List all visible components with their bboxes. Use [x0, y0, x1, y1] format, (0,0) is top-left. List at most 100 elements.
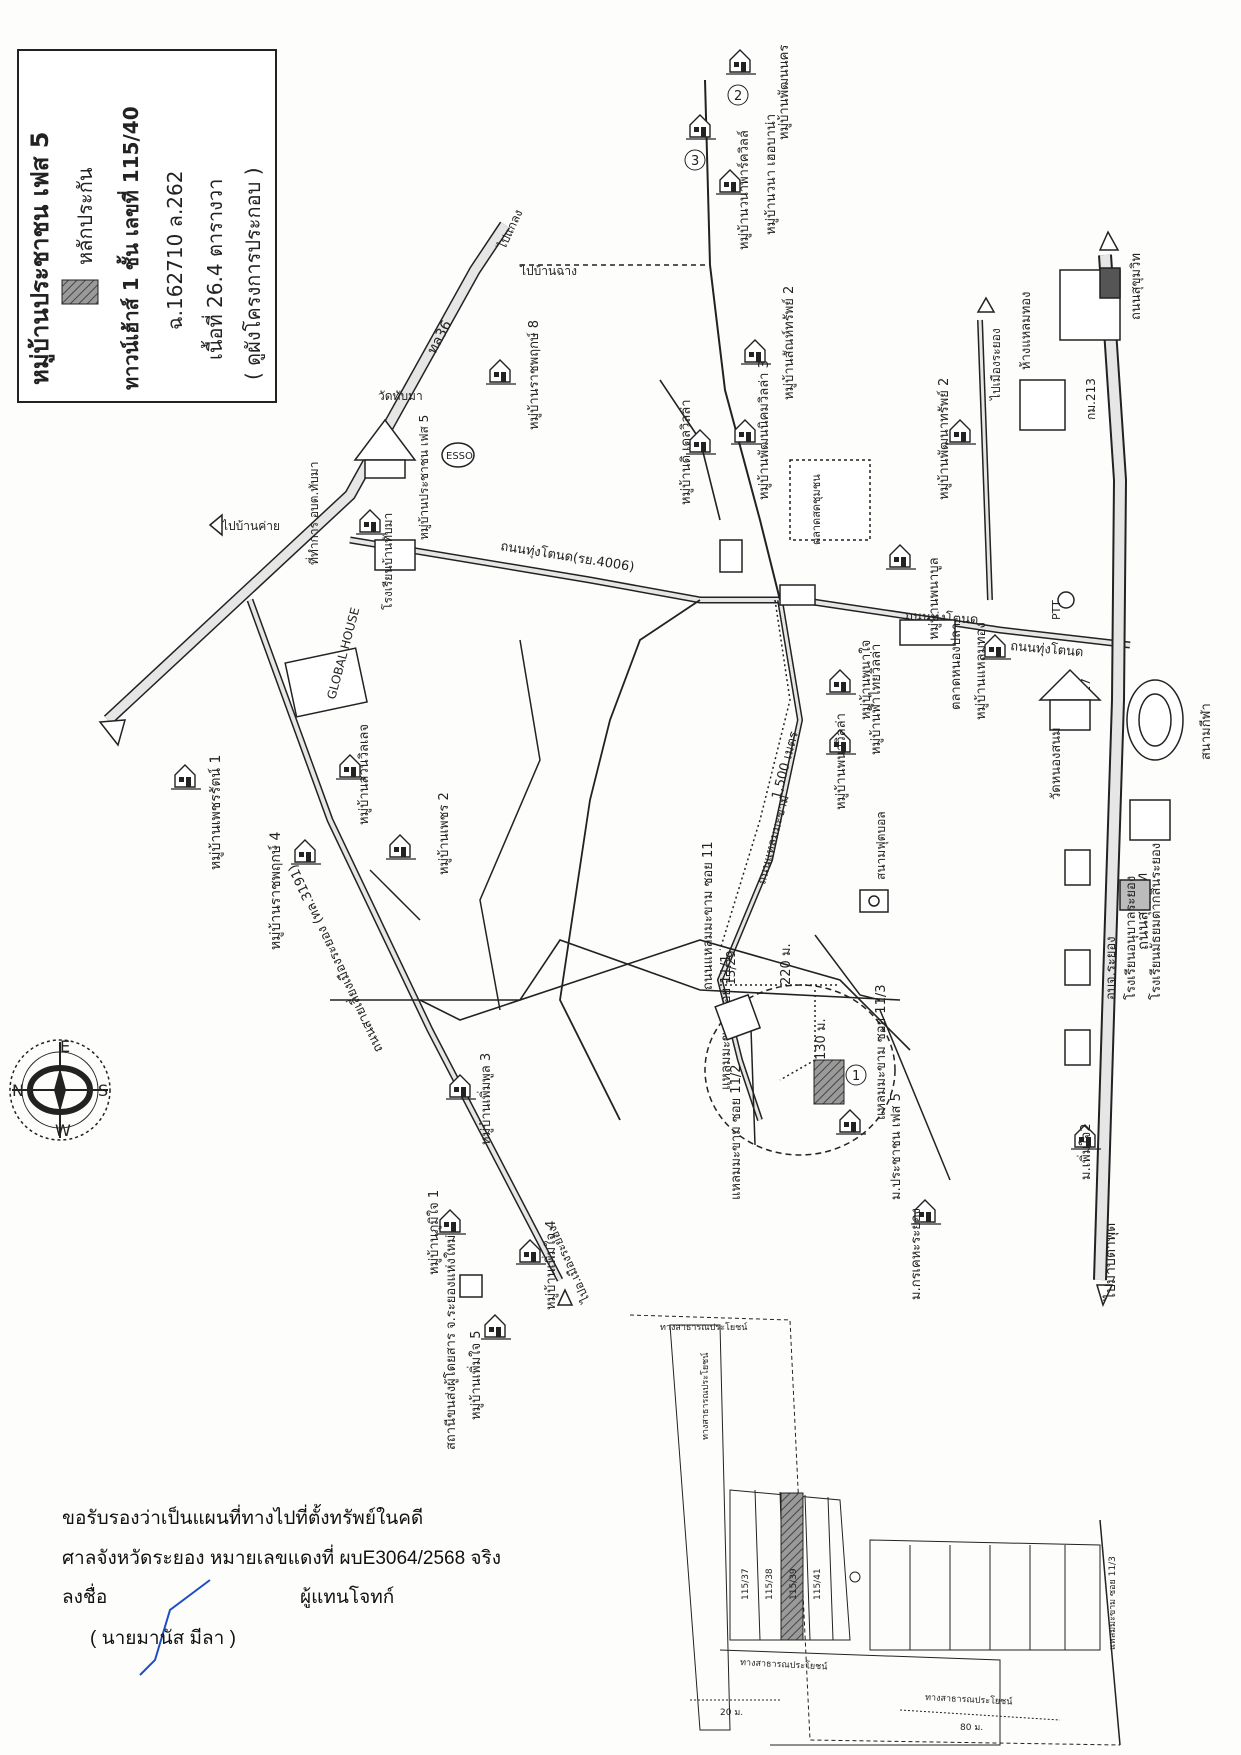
place-football: สนามฟุตบอล: [874, 811, 889, 880]
inset-road-left: ทางสาธารณประโยชน์: [699, 1352, 711, 1440]
inset-lot-4: 115/41: [813, 1568, 823, 1600]
place-laemthong: หมู่บ้านแหลมทอง: [974, 622, 989, 720]
place-fathai: หมู่บ้านฟ้าไทยวิลล่า: [868, 644, 884, 755]
place-wana-herbana: หมู่บ้านวนา เฮอบาน่า: [764, 114, 779, 235]
landmarks: ESSO: [284, 267, 1184, 1298]
compass-n: N: [12, 1081, 24, 1100]
place-phanavilla: หมู่บ้านพนาวิลล่า: [834, 713, 849, 810]
place-phanajai: หมู่บ้านพนาใจ: [858, 640, 874, 720]
mall-icon: [1099, 267, 1121, 299]
house-icon: [385, 834, 417, 860]
global-house-box: [284, 647, 368, 718]
house-icon: [825, 669, 857, 695]
inset-dist-80: 80 ม.: [960, 1723, 983, 1733]
ptt-icon: [1057, 591, 1075, 609]
building: [1064, 949, 1091, 986]
legend-note-line: ( ดูผังโครงการประกอบ ): [241, 168, 266, 381]
place-koen-kheha: ม.กรเคหะระยอง: [909, 1208, 924, 1300]
place-phanabun: หมู่บ้านพนาบูล: [927, 557, 942, 640]
place-wat-thapma: วัดทับมา: [378, 389, 423, 403]
bus-icon: [459, 1274, 483, 1298]
inset-dist-20: 20 ม.: [720, 1708, 743, 1718]
house-icon: [170, 764, 202, 790]
place-wana-park-ville: หมู่บ้านวนาพาร์ควิลล์: [736, 130, 752, 250]
distance-labels: 1,500 เมตร 220 ม. 130 ม.: [769, 730, 829, 1060]
house-icon: [885, 544, 917, 570]
market-box: [789, 459, 871, 541]
place-15-29: 15/29: [724, 950, 738, 985]
signature-stroke: [139, 1579, 211, 1676]
place-phet-2: หมู่บ้านเพชร 2: [437, 792, 452, 875]
inset-lot-3: 115/39: [789, 1568, 799, 1600]
place-delvilla: หมู่บ้านดิ เดลวิลล่า: [679, 399, 694, 505]
building: [1064, 1029, 1091, 1066]
marker-2: 2: [734, 89, 742, 104]
place-obt-office: ที่ทำการ อบต.ทับมา: [305, 462, 321, 565]
inset-lot-1: 115/37: [741, 1568, 751, 1600]
building: [719, 539, 743, 573]
esso-text: ESSO: [446, 451, 473, 462]
place-phumjai-1: หมู่บ้านภูมิใจ 1: [426, 1190, 442, 1275]
label-r36: ทล36: [424, 318, 455, 357]
cert-role: ผู้แทนโจทก์: [300, 1587, 395, 1608]
esso-logo: [441, 442, 475, 468]
inset-road-mid: ทางสาธารณประโยชน์: [740, 1656, 828, 1673]
building: [779, 584, 816, 606]
soi-11: ถนนแหลมมะขาม ซอย 11: [701, 842, 716, 991]
place-vana-park: หมู่บ้านพัฒนนคร: [777, 45, 792, 140]
school-building: [1119, 879, 1151, 911]
label-to-bangkok: ไปมาบตาพุด: [1102, 1223, 1119, 1301]
place-phatthanasap-2: หมู่บ้านพัฒนาทรัพย์ 2: [936, 378, 952, 500]
inset-road-top: ทางสาธารณประโยชน์: [660, 1321, 748, 1333]
cert-line-2: ศาลจังหวัดระยอง หมายเลขแดงที่ ผบE3064/25…: [62, 1548, 502, 1569]
cert-name: ( นายมานัส มีลา ): [90, 1628, 236, 1649]
distance-220: 220 ม.: [779, 943, 794, 985]
inset-plan: [629, 1314, 1121, 1746]
compass-e: E: [60, 1037, 70, 1056]
house-icon: [725, 49, 757, 75]
place-obj-rayong: อบจ.ระยอง: [1104, 936, 1119, 1000]
cert-line-1: ขอรับรองว่าเป็นแผนที่ทางไปที่ตั้งทรัพย์ใ…: [62, 1508, 424, 1529]
label-to-town-east: ไปเมืองระยอง: [989, 328, 1003, 401]
label-to-ban-chang: ไปบ้านฉาง: [519, 264, 577, 278]
marker-1: 1: [852, 1069, 860, 1084]
inset-labels: ทางสาธารณประโยชน์ ทางสาธารณประโยชน์ ทางส…: [660, 1321, 1118, 1733]
compass-s: S: [98, 1081, 108, 1100]
place-prachachon-5: ม.ประชาชน เฟส 5: [889, 1093, 904, 1200]
marker-3: 3: [691, 154, 699, 169]
place-phoemjai-2: ม.เพิ่มใจ2: [1077, 1123, 1094, 1180]
distance-130: 130 ม.: [814, 1018, 829, 1060]
place-matthayom-school: โรงเรียนมัธยมตากสินระยอง: [1148, 843, 1164, 1000]
building: [899, 619, 956, 646]
place-tambon-office: หมู่บ้านประชาชน เฟส 5: [417, 415, 432, 540]
place-ptt: PTT: [1050, 600, 1063, 620]
place-thapma-school: โรงเรียนบ้านทับมา: [381, 513, 395, 610]
place-market: ตลาดสดชุมชน: [810, 474, 823, 545]
house-icon: [480, 1314, 512, 1340]
legend-house-line: ทาวน์เฮ้าส์ 1 ชั้น เลขที่ 115/40: [116, 106, 143, 390]
place-phoemphun-3: หมู่บ้านเพิ่มพูล 3: [477, 1053, 494, 1145]
building-15-29: [714, 993, 762, 1041]
label-nakhon-road: ถนนสุขุมวิท: [1129, 253, 1144, 320]
cert-sign-label: ลงชื่อ: [62, 1587, 108, 1608]
numbered-markers: 1 2 3: [684, 84, 867, 1086]
label-r3191: ถนนสายเลี่ยงเมืองระยอง (ทล.3191): [284, 862, 386, 1056]
place-sanhsap-2: หมู่บ้านสัณห์ทรัพย์ 2: [781, 286, 797, 400]
house-icon: [685, 114, 717, 140]
place-phatthananikhom-3: หมู่บ้านพัฒนนิคมวิลล่า 3: [757, 360, 772, 500]
legend-collateral-swatch: [61, 279, 99, 305]
temple-base: [364, 459, 406, 479]
label-km213: กม.213: [1084, 378, 1098, 420]
house-icon: [290, 839, 322, 865]
place-ratchaphruek-4: หมู่บ้านราชพฤกษ์ 4: [267, 831, 284, 950]
legend-title: หมู่บ้านประชาชน เฟส 5: [26, 132, 55, 386]
legend-deed-line: ฉ.162710 ล.262: [163, 171, 187, 330]
roads: [103, 79, 1131, 1282]
label-to-ban-khai: ไปบ้านค่าย: [221, 519, 280, 533]
house-icon: [485, 359, 517, 385]
temple-icon: [353, 418, 417, 461]
collateral-area-circle: [704, 984, 896, 1156]
distance-1500: 1,500 เมตร: [769, 730, 802, 801]
compass-w: W: [55, 1121, 71, 1140]
